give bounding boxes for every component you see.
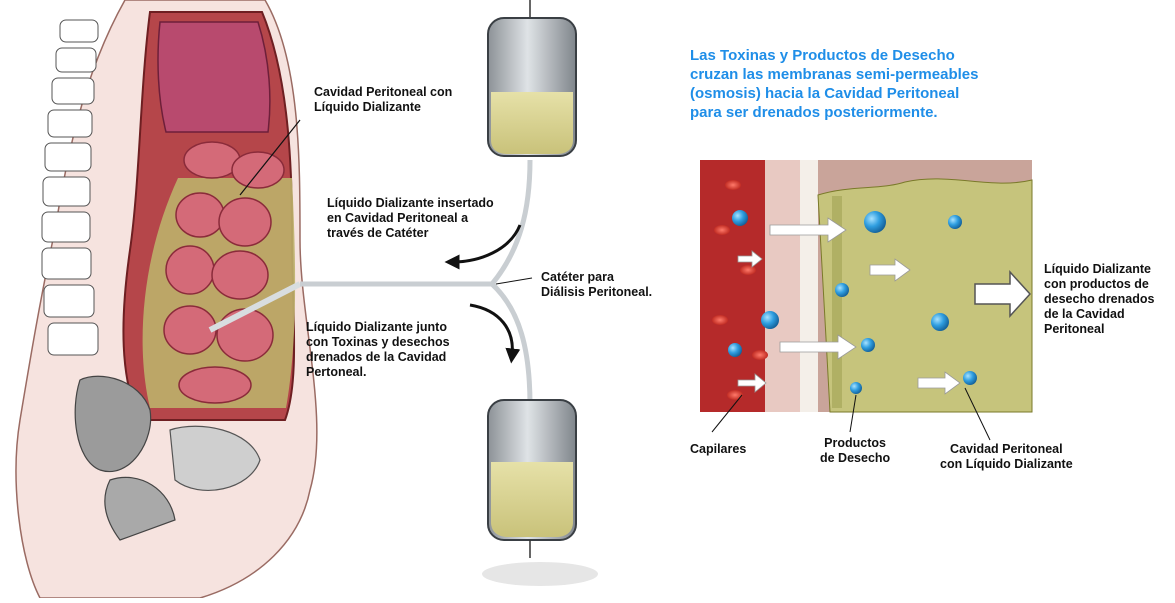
label-capillaries: Capilares [690,442,746,457]
label-catheter: Catéter para Diálisis Peritoneal. [541,270,652,300]
label-cavity-fluid: Cavidad Peritoneal con Líquido Dializant… [940,442,1073,472]
outflow-arrow [470,305,512,356]
label-waste: Productos de Desecho [820,436,890,466]
dialysate-bag-top [488,0,576,156]
bag-shadow [482,562,598,586]
label-drained: Líquido Dializante junto con Toxinas y d… [306,320,450,380]
liver [158,22,270,132]
label-inserted: Líquido Dializante insertado en Cavidad … [327,196,494,241]
drainage-bag-bottom [482,400,598,586]
title-text: Las Toxinas y Productos de Desecho cruza… [690,46,1030,122]
label-cavity: Cavidad Peritoneal con Líquido Dializant… [314,85,452,115]
catheter-leader-line [496,278,532,284]
spine [42,20,98,355]
label-drained-fluid: Líquido Dializante con productos de dese… [1044,262,1154,337]
anatomy-illustration [16,0,317,598]
